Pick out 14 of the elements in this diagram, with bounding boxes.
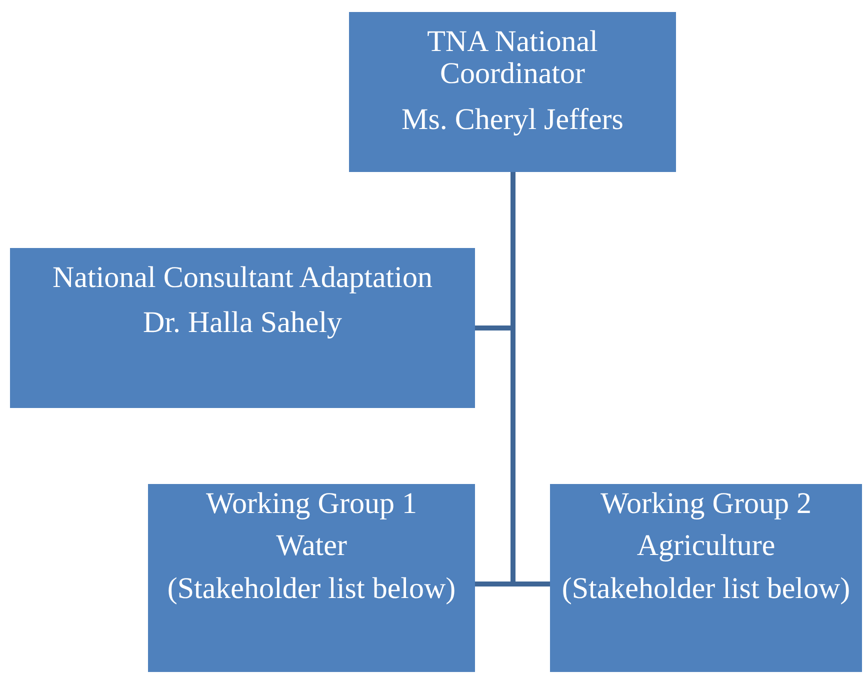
name-text: Ms. Cheryl Jeffers [402, 104, 624, 136]
role-text: National Consultant Adaptation [52, 262, 432, 294]
name-text: Water [276, 530, 347, 563]
org-box [148, 484, 475, 672]
role-text: Working Group 1 [206, 488, 417, 520]
role-text: Working Group 2 [600, 488, 812, 520]
note-text: (Stakeholder list below) [167, 572, 456, 606]
role-text: TNA National Coordinator [426, 26, 599, 91]
org-box [349, 12, 676, 172]
org-box [550, 484, 862, 672]
name-text: Dr. Halla Sahely [142, 307, 342, 340]
name-text: Agriculture [636, 530, 776, 563]
org-box [10, 248, 475, 408]
note-text: (Stakeholder list below) [562, 572, 850, 606]
